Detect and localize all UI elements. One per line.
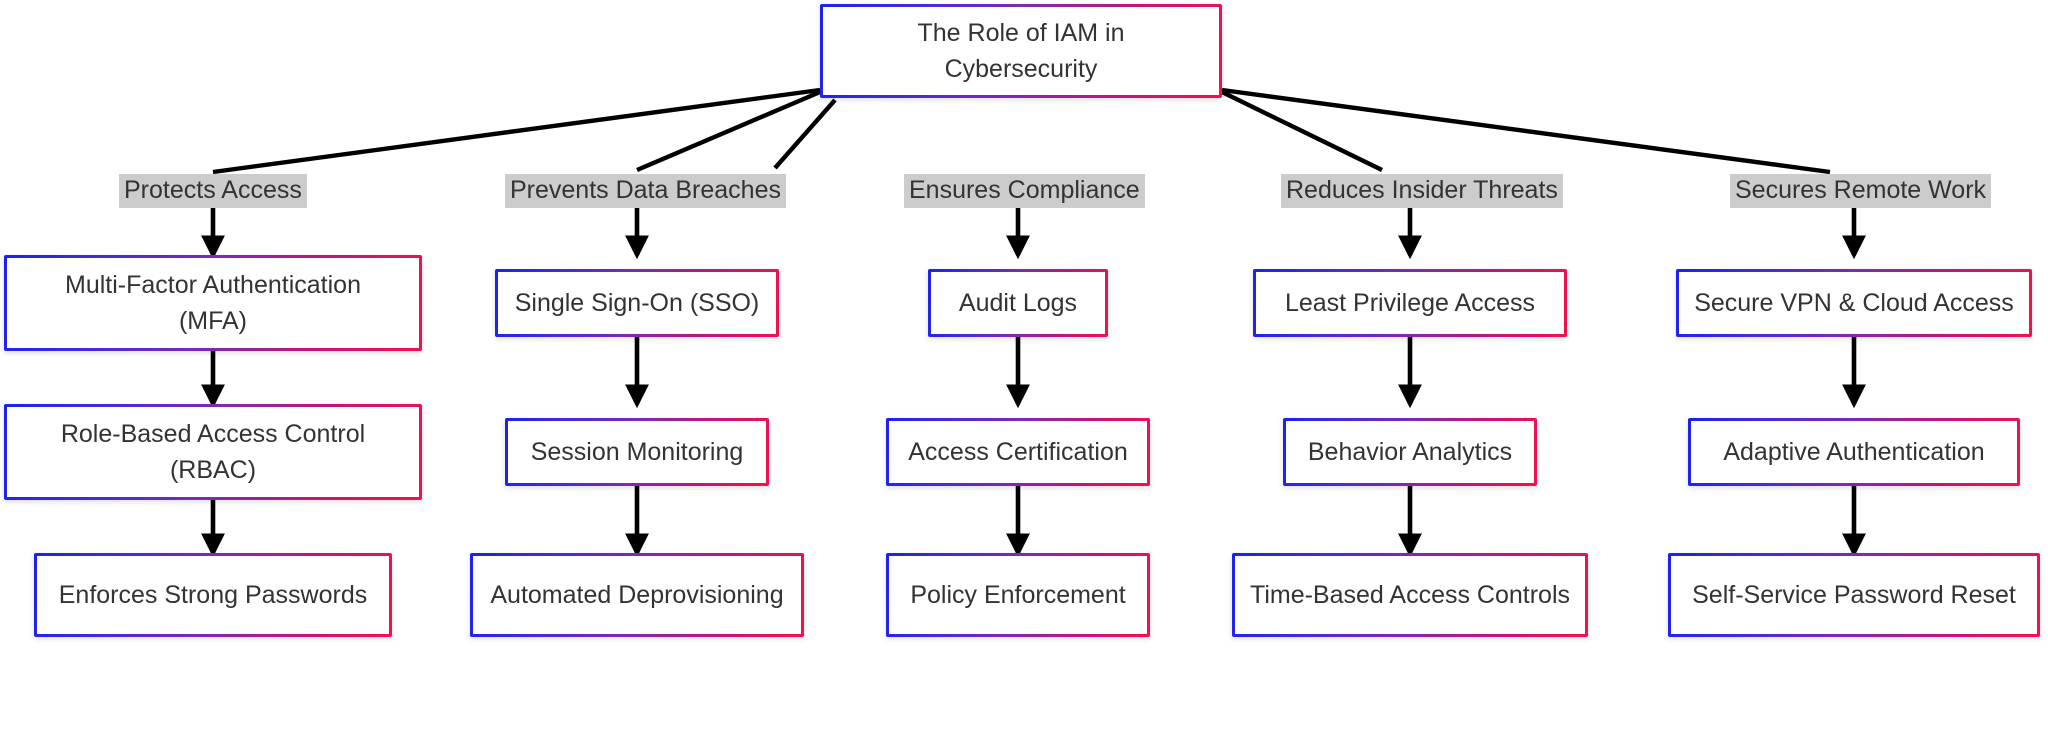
- node-least-privilege-access[interactable]: Least Privilege Access: [1253, 269, 1567, 337]
- node-role-based-access-control[interactable]: Role-Based Access Control (RBAC): [4, 404, 422, 500]
- root-branch-connectors: [212, 87, 1831, 175]
- edge-label-prevents-data-breaches: Prevents Data Breaches: [505, 174, 786, 208]
- node-single-sign-on[interactable]: Single Sign-On (SSO): [495, 269, 779, 337]
- node-self-service-password-reset[interactable]: Self-Service Password Reset: [1668, 553, 2040, 637]
- node-session-monitoring[interactable]: Session Monitoring: [505, 418, 769, 486]
- node-secure-vpn-cloud-access[interactable]: Secure VPN & Cloud Access: [1676, 269, 2032, 337]
- node-automated-deprovisioning[interactable]: Automated Deprovisioning: [470, 553, 804, 637]
- node-policy-enforcement[interactable]: Policy Enforcement: [886, 553, 1150, 637]
- node-access-certification[interactable]: Access Certification: [886, 418, 1150, 486]
- vertical-connectors: [201, 198, 1866, 558]
- node-time-based-access-controls[interactable]: Time-Based Access Controls: [1232, 553, 1588, 637]
- node-enforces-strong-passwords[interactable]: Enforces Strong Passwords: [34, 553, 392, 637]
- edge-label-reduces-insider-threats: Reduces Insider Threats: [1281, 174, 1563, 208]
- edge-label-ensures-compliance: Ensures Compliance: [904, 174, 1145, 208]
- node-multi-factor-authentication[interactable]: Multi-Factor Authentication (MFA): [4, 255, 422, 351]
- node-audit-logs[interactable]: Audit Logs: [928, 269, 1108, 337]
- root-node[interactable]: The Role of IAM in Cybersecurity: [820, 4, 1222, 98]
- node-adaptive-authentication[interactable]: Adaptive Authentication: [1688, 418, 2020, 486]
- edge-label-secures-remote-work: Secures Remote Work: [1730, 174, 1992, 208]
- node-behavior-analytics[interactable]: Behavior Analytics: [1283, 418, 1537, 486]
- edge-label-protects-access: Protects Access: [119, 174, 307, 208]
